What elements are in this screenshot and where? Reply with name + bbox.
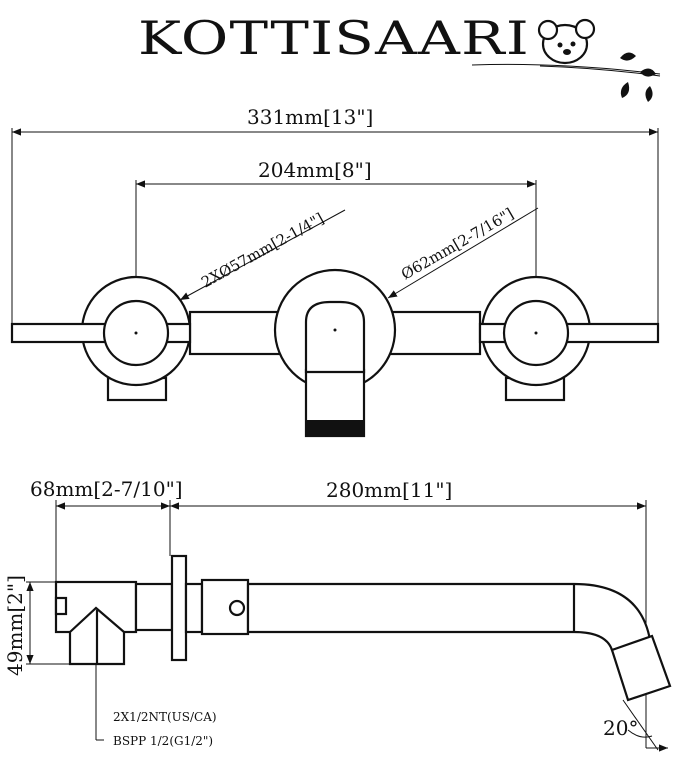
front-view-faucet [10, 268, 660, 438]
spout-angle-label: 20° [603, 716, 638, 740]
wall-plate [170, 554, 188, 662]
center-spacing-label: 204mm[8"] [258, 158, 372, 182]
brand-name: KOTTISAARI [138, 11, 530, 65]
connection-line1: 2X1/2NT(US/CA) [113, 710, 217, 724]
spout-reach-label: 280mm[11"] [326, 478, 452, 502]
body-height-dimension: 49mm[2"] [3, 575, 70, 676]
koala-on-branch-icon [471, 18, 661, 102]
wall-depth-label: 68mm[2-7/10"] [30, 477, 183, 501]
spout-escutcheon-label: Ø62mm[2-7/16"] [398, 205, 517, 284]
center-spacing-dimension: 204mm[8"] [135, 158, 537, 276]
wall-depth-dimension: 68mm[2-7/10"] [30, 477, 183, 582]
connection-note: 2X1/2NT(US/CA) BSPP 1/2(G1/2") [95, 660, 217, 748]
body-height-label: 49mm[2"] [3, 575, 27, 676]
spout-reach-dimension: 280mm[11"] [170, 478, 647, 748]
overall-width-dimension: 331mm[13"] [11, 105, 659, 324]
spout-angle-dimension: 20° [603, 699, 668, 752]
connection-line2: BSPP 1/2(G1/2") [113, 734, 213, 748]
spout-tip [610, 634, 672, 702]
overall-width-label: 331mm[13"] [247, 105, 373, 129]
spout-tube [246, 582, 652, 652]
side-view-faucet [54, 554, 672, 702]
